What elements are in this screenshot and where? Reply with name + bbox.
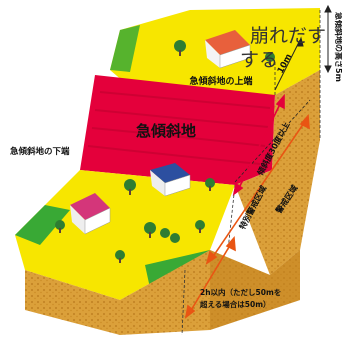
- label-within-2h-2: 超える場合は50m）: [199, 299, 271, 309]
- right-cliff: [235, 70, 320, 275]
- label-steep-slope: 急傾斜地: [136, 122, 196, 140]
- two-h-arrow: [184, 236, 236, 319]
- header-text-line-2: する: [240, 49, 279, 71]
- label-height: 急傾斜地の高さ5m: [334, 12, 342, 82]
- label-slope-bottom: 急傾斜地の下端: [10, 146, 70, 157]
- slope-line: [234, 99, 311, 183]
- header-text-line-1: 崩れだす: [250, 25, 327, 47]
- house-bottom: [70, 193, 111, 235]
- label-within-2h-1: 2h以内（ただし50mを: [200, 287, 281, 297]
- label-slope-top: 急傾斜地の上端: [189, 75, 252, 87]
- front-soil-face-shade: [210, 250, 300, 330]
- lower-plain: [15, 170, 235, 300]
- lower-green-left: [15, 205, 70, 245]
- warning-zone-arrow: [205, 114, 310, 265]
- slope-ridges: [87, 91, 271, 165]
- header-text: 崩れだす する: [238, 24, 326, 72]
- trees: [55, 40, 275, 263]
- steep-slope-area: [80, 75, 275, 185]
- height-arrow: [324, 4, 332, 74]
- ten-meter-arrow: [274, 36, 304, 91]
- house-middle: [150, 163, 191, 197]
- house-top: [205, 30, 251, 69]
- upper-green-strip: [110, 25, 140, 72]
- special-zone-arrow: [232, 93, 285, 196]
